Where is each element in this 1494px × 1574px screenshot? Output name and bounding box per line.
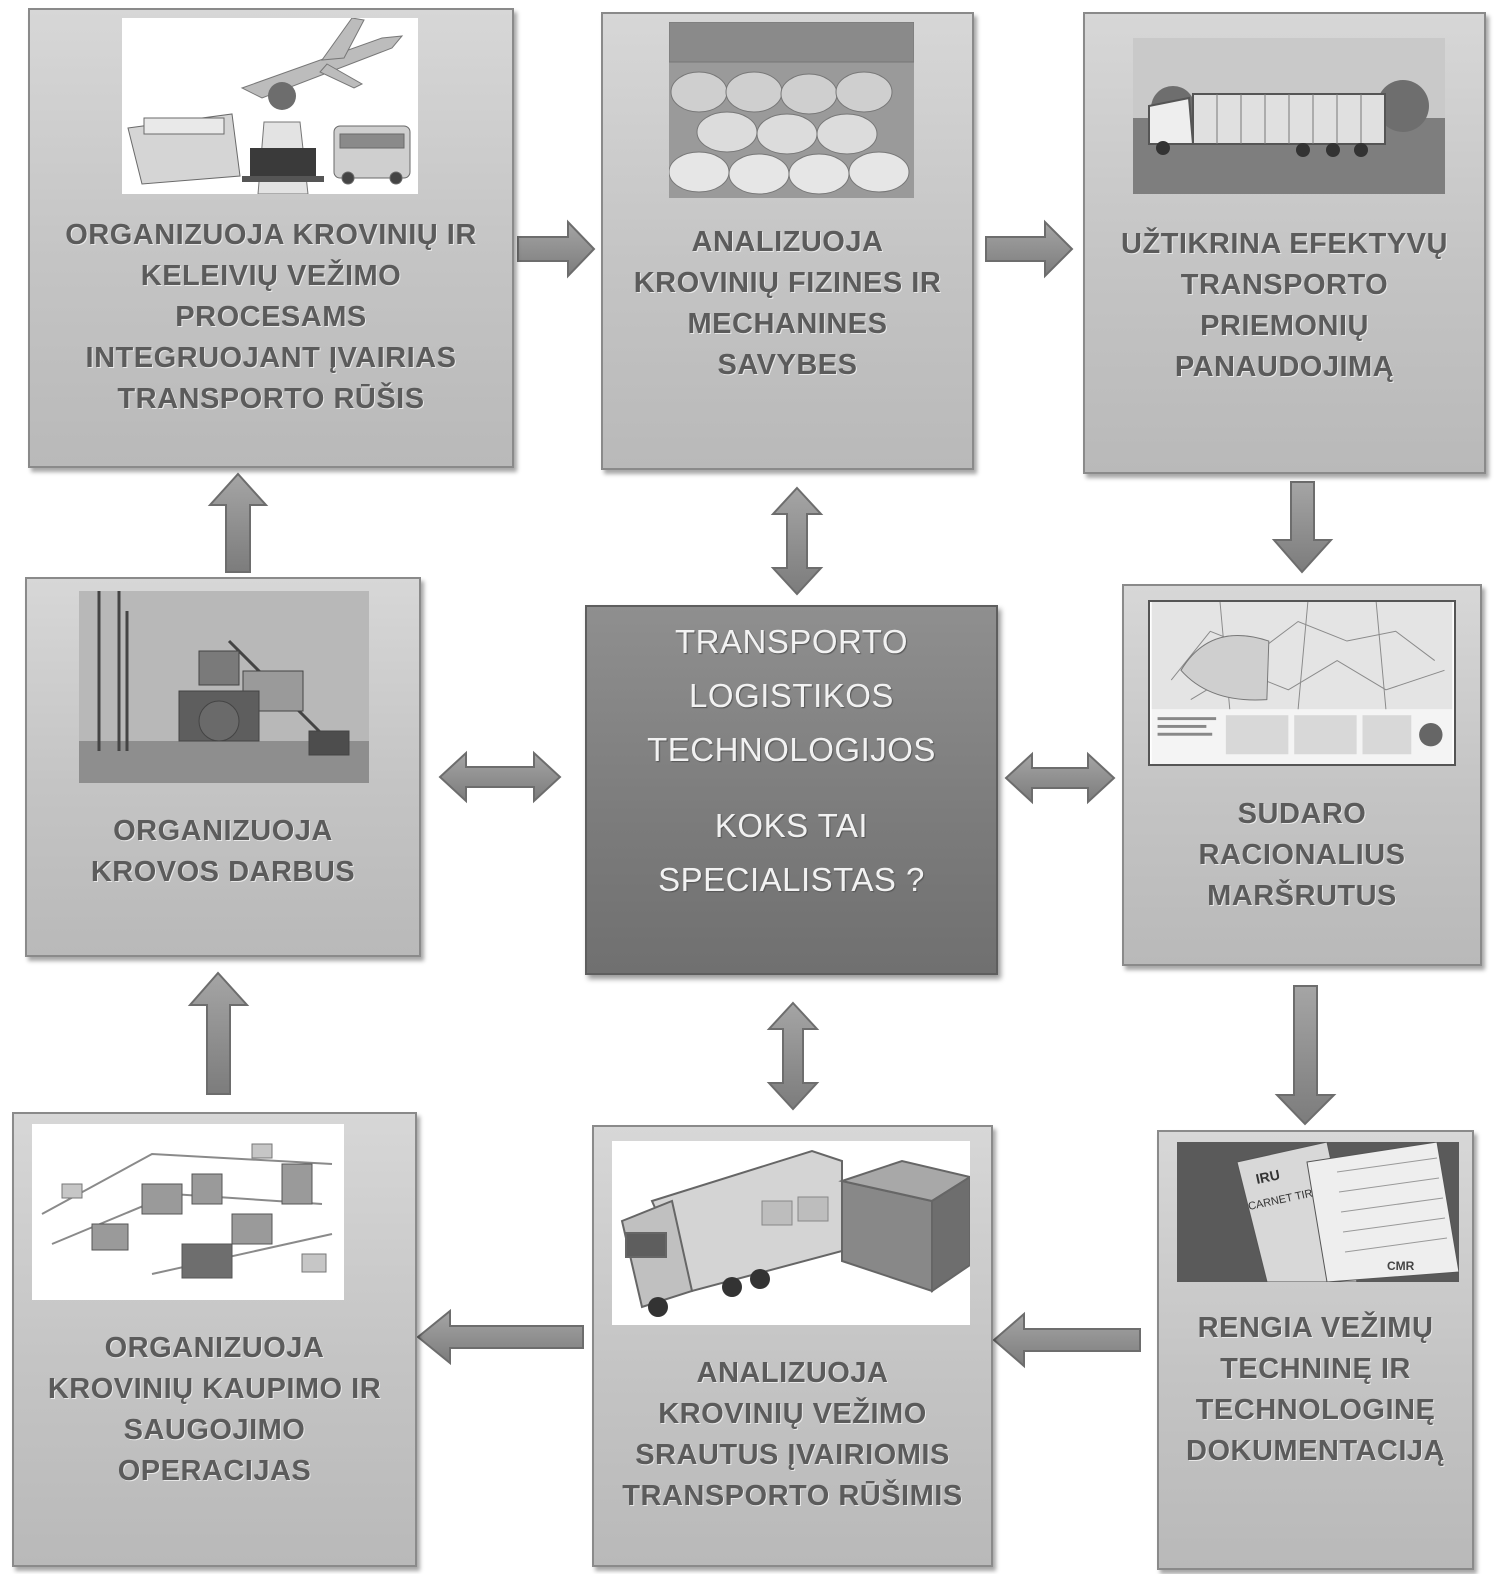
step-text: RENGIA VEŽIMŲ TECHNINĘ IR TECHNOLOGINĘ D… [1159, 1308, 1472, 1472]
central-title-line: TECHNOLOGIJOS [647, 731, 936, 768]
text-line: ORGANIZUOJA [104, 1332, 325, 1364]
central-title-line: TRANSPORTO [675, 623, 908, 660]
text-line: SRAUTUS ĮVAIRIOMIS [635, 1439, 950, 1471]
text-line: KROVINIŲ FIZINES IR [633, 267, 942, 299]
step-text: ORGANIZUOJA KROVOS DARBUS [27, 811, 419, 893]
text-line: TECHNINĘ IR [1220, 1353, 1411, 1385]
truck-trailer-image [1133, 38, 1445, 194]
airplane-ship-bus-laptop-image [122, 18, 418, 194]
text-line: TECHNOLOGINĘ [1195, 1394, 1436, 1426]
step-box-routes: SUDARO RACIONALIUS MARŠRUTUS [1122, 584, 1482, 966]
text-line: ANALIZUOJA [696, 1357, 889, 1389]
text-line: KROVINIŲ VEŽIMO [658, 1398, 927, 1430]
text-line: RENGIA VEŽIMŲ [1197, 1312, 1434, 1344]
step-text: ORGANIZUOJA KROVINIŲ KAUPIMO IR SAUGOJIM… [14, 1328, 415, 1492]
central-title-line: LOGISTIKOS [689, 677, 894, 714]
route-map-image [1148, 600, 1456, 766]
text-line: ORGANIZUOJA [113, 815, 333, 847]
spacer [587, 777, 996, 799]
step-text: ANALIZUOJA KROVINIŲ VEŽIMO SRAUTUS ĮVAIR… [594, 1353, 991, 1517]
arrow-left-1 [992, 1311, 1141, 1369]
double-arrow-center-bottom [766, 1001, 820, 1111]
text-line: KROVINIŲ KAUPIMO IR [47, 1373, 382, 1405]
text-line: ANALIZUOJA [691, 226, 884, 258]
step-box-cargo-flows: ANALIZUOJA KROVINIŲ VEŽIMO SRAUTUS ĮVAIR… [592, 1125, 993, 1567]
step-box-storage: ORGANIZUOJA KROVINIŲ KAUPIMO IR SAUGOJIM… [12, 1112, 417, 1567]
text-line: KROVOS DARBUS [90, 856, 356, 888]
text-line: RACIONALIUS [1198, 839, 1406, 871]
text-line: PROCESAMS [175, 301, 367, 333]
arrow-up-2 [207, 472, 269, 573]
arrow-up-1 [187, 971, 250, 1095]
step-box-documentation: IRU CARNET TIR CMR RENGIA VEŽIMŲ TECHNIN… [1157, 1130, 1474, 1570]
central-question-line: KOKS TAI [714, 807, 869, 844]
double-arrow-center-top [770, 486, 824, 596]
central-topic-text: TRANSPORTO LOGISTIKOS TECHNOLOGIJOS KOKS… [587, 607, 996, 907]
arrow-down-1 [1271, 481, 1334, 574]
text-line: MARŠRUTUS [1207, 880, 1397, 912]
text-line: PRIEMONIŲ [1200, 310, 1369, 342]
central-question-line: SPECIALISTAS ? [658, 861, 925, 898]
text-line: INTEGRUOJANT ĮVAIRIAS [85, 342, 457, 374]
text-line: MECHANINES [687, 308, 888, 340]
text-line: SAUGOJIMO [123, 1414, 306, 1446]
step-text: ORGANIZUOJA KROVINIŲ IR KELEIVIŲ VEŽIMO … [30, 215, 512, 420]
double-arrow-center-right [1004, 751, 1116, 805]
cmr-stamp-text: CMR [1387, 1259, 1415, 1273]
step-text: ANALIZUOJA KROVINIŲ FIZINES IR MECHANINE… [603, 222, 972, 386]
step-box-loading-works: ORGANIZUOJA KROVOS DARBUS [25, 577, 421, 957]
text-line: TRANSPORTO [1180, 269, 1389, 301]
double-arrow-center-left [438, 750, 562, 804]
truck-container-image [612, 1141, 970, 1325]
cargo-rolls-image [669, 22, 914, 198]
step-text: UŽTIKRINA EFEKTYVŲ TRANSPORTO PRIEMONIŲ … [1085, 224, 1484, 388]
step-text: SUDARO RACIONALIUS MARŠRUTUS [1124, 794, 1480, 917]
central-topic-box: TRANSPORTO LOGISTIKOS TECHNOLOGIJOS KOKS… [585, 605, 998, 975]
text-line: TRANSPORTO RŪŠIMIS [622, 1480, 963, 1512]
cmr-documents-image: IRU CARNET TIR CMR [1177, 1142, 1459, 1282]
text-line: UŽTIKRINA EFEKTYVŲ [1121, 228, 1448, 260]
text-line: DOKUMENTACIJĄ [1186, 1435, 1445, 1467]
arrow-right-1 [517, 219, 596, 279]
step-box-vehicle-efficiency: UŽTIKRINA EFEKTYVŲ TRANSPORTO PRIEMONIŲ … [1083, 12, 1486, 474]
step-box-transport-processes: ORGANIZUOJA KROVINIŲ IR KELEIVIŲ VEŽIMO … [28, 8, 514, 468]
text-line: PANAUDOJIMĄ [1174, 351, 1395, 383]
text-line: OPERACIJAS [117, 1455, 312, 1487]
arrow-left-2 [416, 1308, 584, 1366]
warehouse-layout-image [32, 1124, 344, 1300]
arrow-down-2 [1274, 985, 1337, 1126]
text-line: TRANSPORTO RŪŠIS [117, 383, 425, 415]
tir-logo-text: IRU [1254, 1166, 1281, 1187]
text-line: SUDARO [1237, 798, 1367, 830]
text-line: SAVYBES [717, 349, 858, 381]
port-crane-image [79, 591, 369, 783]
arrow-right-2 [985, 219, 1074, 279]
text-line: ORGANIZUOJA KROVINIŲ IR [65, 219, 477, 251]
text-line: KELEIVIŲ VEŽIMO [140, 260, 402, 292]
step-box-cargo-properties: ANALIZUOJA KROVINIŲ FIZINES IR MECHANINE… [601, 12, 974, 470]
